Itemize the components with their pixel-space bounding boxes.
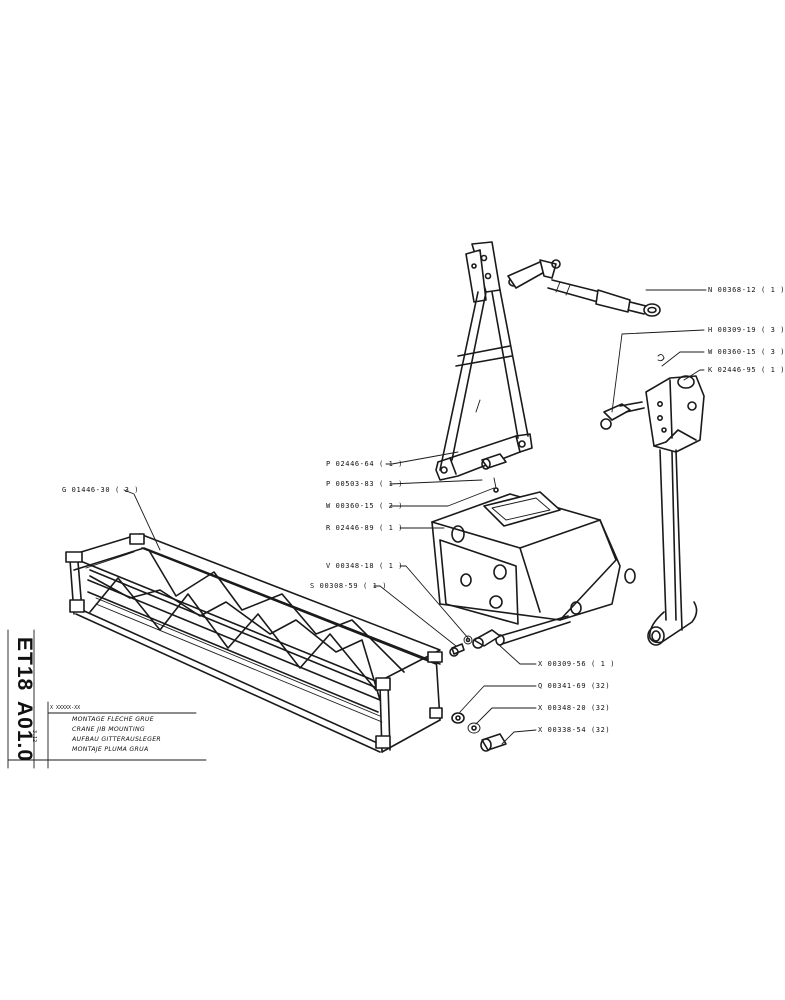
document-code-line1: ET18 bbox=[13, 637, 36, 692]
part-label: X 00348-20 (32) bbox=[538, 704, 611, 712]
part-label: S 00308-59 ( 1 ) bbox=[310, 582, 388, 590]
part-label: P 02446-64 ( 1 ) bbox=[326, 460, 404, 468]
title-es: MONTAJE PLUMA GRUA bbox=[72, 746, 149, 753]
mast-head-part bbox=[645, 375, 705, 646]
hinge-pin-part bbox=[600, 353, 665, 430]
part-label: N 00368-12 ( 1 ) bbox=[708, 286, 785, 294]
a-frame-part bbox=[435, 241, 533, 481]
part-label: V 00348-18 ( 1 ) bbox=[326, 562, 404, 570]
series-ref: X XXXXX-XX bbox=[50, 705, 81, 711]
part-label: R 02446-89 ( 1 ) bbox=[326, 524, 404, 532]
tie-rod-part bbox=[507, 259, 661, 317]
base-housing-part bbox=[431, 491, 636, 649]
pin-part bbox=[481, 453, 507, 493]
small-bolts bbox=[449, 635, 507, 752]
title-en: CRANE JIB MOUNTING bbox=[72, 726, 146, 733]
part-label: W 00360-15 ( 2 ) bbox=[326, 502, 404, 510]
part-label: Q 00341-69 (32) bbox=[538, 682, 611, 690]
page-ref: 3.12 bbox=[31, 730, 37, 743]
title-de: AUFBAU GITTERAUSLEGER bbox=[72, 736, 162, 743]
part-label: W 00360-15 ( 3 ) bbox=[708, 348, 785, 356]
part-label: X 00338-54 (32) bbox=[538, 726, 611, 734]
document-code: ET18 A01.0 bbox=[10, 637, 36, 762]
part-label: X 00309-56 ( 1 ) bbox=[538, 660, 616, 668]
leader-lines bbox=[123, 289, 707, 745]
lattice-jib-section bbox=[65, 533, 443, 753]
part-label: P 00503-83 ( 1 ) bbox=[326, 480, 404, 488]
part-label: H 00309-19 ( 3 ) bbox=[708, 326, 785, 334]
part-label: K 02446-95 ( 1 ) bbox=[708, 366, 785, 374]
part-label: G 01446-30 ( 3 ) bbox=[62, 486, 140, 494]
title-fr: MONTAGE FLECHE GRUE bbox=[72, 716, 154, 723]
title-block-frame bbox=[7, 629, 207, 769]
